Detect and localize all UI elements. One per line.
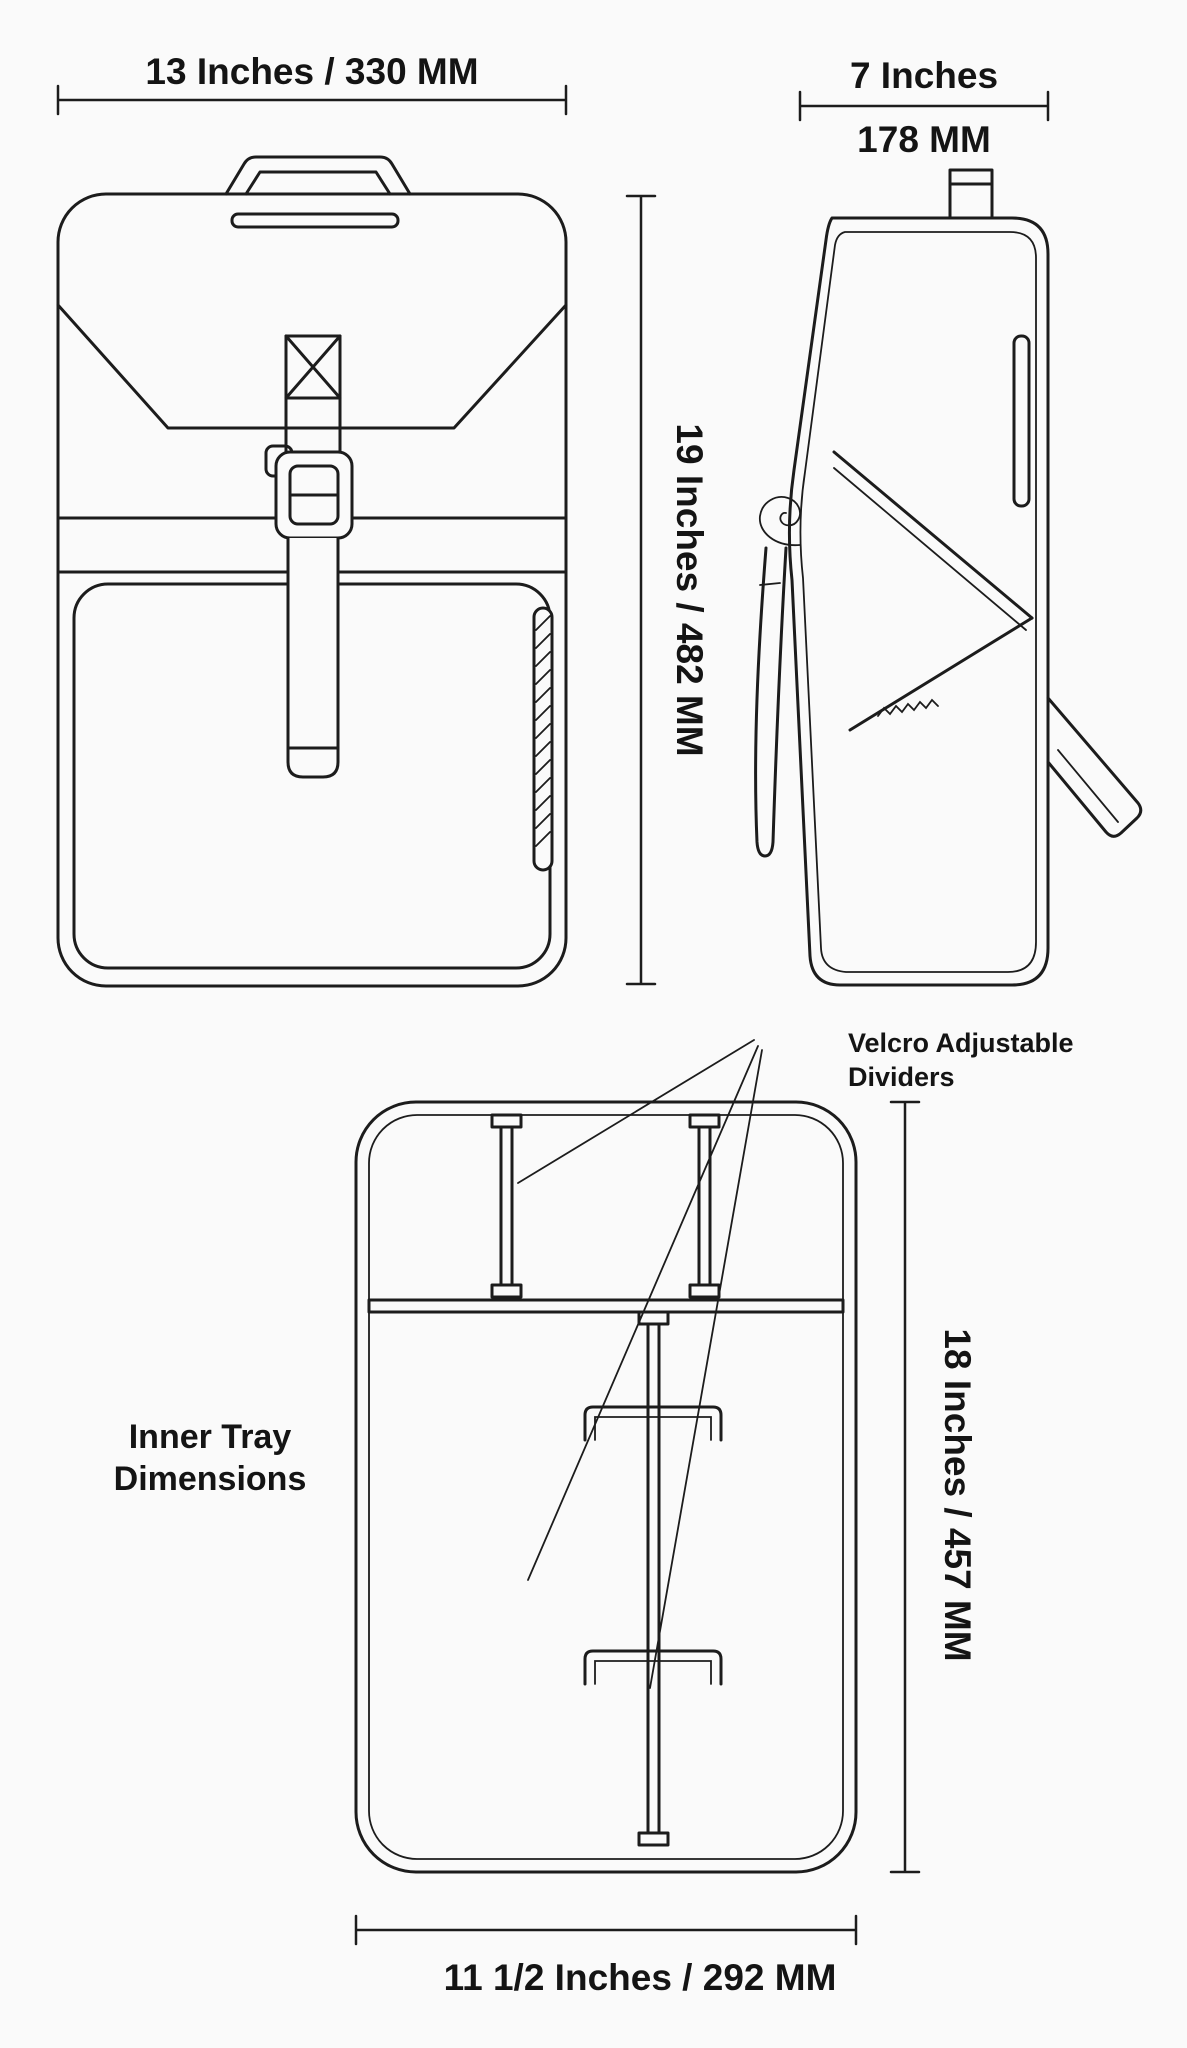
side-width-inches-label: 7 Inches xyxy=(850,55,998,96)
interior-flap-upper xyxy=(832,450,1034,620)
divider-top-left xyxy=(490,1113,523,1299)
hanging-strap-stitch xyxy=(759,582,781,586)
side-pocket-slot xyxy=(1012,334,1031,508)
flap-edge xyxy=(56,303,568,430)
tray-inner-outline xyxy=(368,1114,844,1860)
backpack-body-outline xyxy=(56,192,568,988)
zigzag-stitching xyxy=(877,698,939,717)
front-view-drawing xyxy=(56,155,568,988)
side-width-dimension: 7 Inches 178 MM xyxy=(798,55,1050,160)
side-width-dimension-line xyxy=(798,90,1050,122)
inner-tray-title-line1: Inner Tray xyxy=(129,1418,292,1456)
front-width-dimension: 13 Inches / 330 MM xyxy=(56,51,568,116)
divider-top-right xyxy=(688,1113,721,1299)
inner-tray-title: Inner Tray Dimensions xyxy=(114,1418,307,1498)
velcro-callout-line1: Velcro Adjustable xyxy=(848,1028,1074,1058)
strap-lower xyxy=(286,536,340,779)
side-view-drawing xyxy=(754,168,1143,987)
side-width-mm-label: 178 MM xyxy=(857,119,991,160)
tray-height-dimension-label: 18 Inches / 457 MM xyxy=(937,1328,978,1661)
front-width-dimension-line xyxy=(56,84,568,116)
strap-spiral xyxy=(759,496,801,546)
front-height-dimension-label: 19 Inches / 482 MM xyxy=(669,423,710,756)
bottom-strap-stub xyxy=(1046,696,1143,838)
callout-leader-lines xyxy=(517,1039,763,1689)
inner-tray-drawing xyxy=(354,1100,858,1874)
front-width-dimension-label: 13 Inches / 330 MM xyxy=(145,51,478,92)
inner-tray-title-line2: Dimensions xyxy=(114,1460,307,1498)
tray-width-dimension-line xyxy=(354,1914,858,1946)
bottom-strap-stub-inner xyxy=(1057,749,1119,823)
divider-bracket-upper xyxy=(583,1405,723,1442)
tray-height-dimension-line xyxy=(889,1100,921,1874)
divider-bottom-center xyxy=(637,1310,670,1847)
handle-inner-line xyxy=(244,170,392,196)
velcro-dividers-callout: Velcro Adjustable Dividers xyxy=(517,1028,1074,1689)
divider-horizontal xyxy=(367,1298,845,1314)
tray-height-dimension: 18 Inches / 457 MM xyxy=(889,1100,978,1874)
front-height-dimension-line xyxy=(625,194,657,986)
strap-box-cross xyxy=(284,334,342,400)
strap-connector xyxy=(284,396,342,454)
interior-flap-lower xyxy=(848,616,1034,732)
velcro-callout-line2: Dividers xyxy=(848,1062,955,1092)
front-height-dimension: 19 Inches / 482 MM xyxy=(625,194,710,986)
side-body-outline xyxy=(787,216,1050,987)
handle-outline xyxy=(224,155,412,196)
tray-width-dimension: 11 1/2 Inches / 292 MM xyxy=(354,1914,858,1998)
tray-width-dimension-label: 11 1/2 Inches / 292 MM xyxy=(444,1957,837,1998)
top-slit xyxy=(230,212,400,229)
zipper-hatching xyxy=(535,615,551,847)
side-body-inner-line xyxy=(799,231,1037,973)
side-top-tab xyxy=(948,168,994,222)
tray-outer-outline xyxy=(354,1100,858,1874)
interior-flap-upper-inner xyxy=(833,467,1027,631)
hanging-strap xyxy=(754,546,788,858)
divider-bracket-lower xyxy=(583,1649,723,1686)
